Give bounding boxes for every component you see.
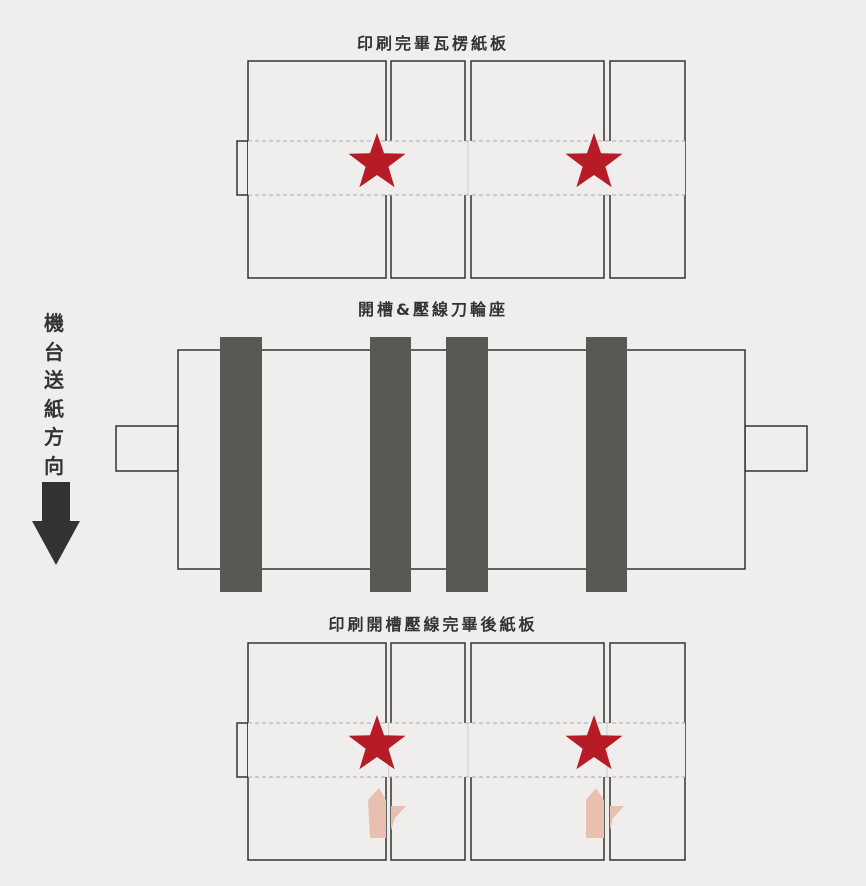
bottom-board-flap — [236, 722, 249, 778]
arrow-down-icon — [32, 482, 80, 565]
bottom-board-label: 印刷開槽壓線完畢後紙板 — [328, 615, 538, 634]
roller-shaft-left — [115, 425, 179, 472]
top-board-band — [248, 140, 685, 196]
ghost-star-icon — [586, 788, 624, 838]
roller — [115, 337, 808, 592]
top-board-label: 印刷完畢瓦楞紙板 — [356, 34, 509, 53]
slotting-blade — [586, 337, 627, 592]
bottom-board-band — [248, 722, 685, 778]
slotting-blade — [370, 337, 411, 592]
feed-direction-char: 紙 — [44, 396, 64, 421]
feed-direction-label: 機 台 送 紙 方 向 — [42, 309, 66, 480]
feed-direction-char: 機 — [44, 311, 64, 335]
feed-direction-char: 方 — [44, 425, 64, 449]
roller-shaft-right — [744, 425, 808, 472]
feed-direction-char: 送 — [44, 368, 64, 392]
feed-direction-char: 向 — [44, 453, 64, 478]
feed-direction-char: 台 — [44, 339, 64, 364]
slotting-blade — [220, 337, 262, 592]
slotting-blade — [446, 337, 488, 592]
roller-label: 開槽&壓線刀輪座 — [358, 300, 508, 319]
top-board-flap — [236, 140, 249, 196]
ghost-star-icon — [368, 788, 406, 838]
